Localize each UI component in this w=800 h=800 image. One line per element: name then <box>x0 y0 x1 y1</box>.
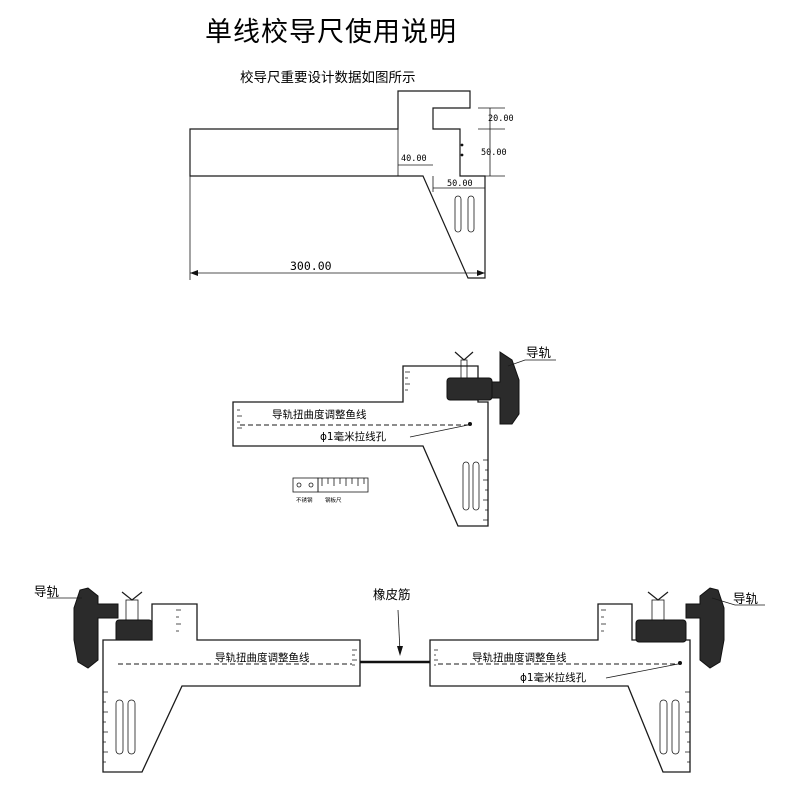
left-rail-label: 导轨 <box>34 584 60 599</box>
dim-50v-label: 50.00 <box>481 148 507 158</box>
dim-20-label: 20.00 <box>488 114 514 124</box>
right-ruler-body <box>429 603 691 773</box>
dim-300-arrow-right <box>477 270 485 276</box>
left-wing-nut <box>121 591 143 601</box>
left-clamp-screw <box>125 599 139 623</box>
dim-50h-label: 50.00 <box>447 179 473 189</box>
steel-ruler-label: 钢板尺 <box>325 496 342 504</box>
right-rail-profile <box>685 587 725 669</box>
rail-leader <box>507 359 556 367</box>
right-rail-leader <box>711 597 765 606</box>
fishing-line-label: 导轨扭曲度调整鱼线 <box>272 408 367 421</box>
dim-300-label: 300.00 <box>290 259 332 273</box>
leg-slot-right <box>472 461 480 511</box>
right-hole-leader <box>605 663 679 679</box>
steel-ruler-strip <box>317 477 369 493</box>
slot-right <box>467 195 475 233</box>
ruler-dimension-drawing: 20.00 50.00 40.00 50.00 300.00 <box>189 90 514 280</box>
dim-40-label: 40.00 <box>401 154 427 164</box>
left-slot-1 <box>115 699 124 755</box>
left-ruler-assembly: 导轨 导轨扭曲度调整鱼线 <box>34 584 361 773</box>
right-clamp-block <box>635 619 687 643</box>
right-slot-2 <box>671 699 680 755</box>
right-top-scale <box>601 609 606 632</box>
left-clamp-block <box>115 619 153 643</box>
ruler-outline <box>189 90 486 279</box>
rubber-band-leader <box>397 609 401 653</box>
rail-profile <box>491 351 520 425</box>
left-scale <box>237 409 242 429</box>
left-ruler-body <box>102 603 361 773</box>
right-hole-label: ϕ1毫米拉线孔 <box>520 671 587 684</box>
rubber-band-connection: 橡皮筋 <box>360 587 430 664</box>
hole-dot-2 <box>460 153 464 157</box>
hole-label: ϕ1毫米拉线孔 <box>320 430 387 443</box>
left-leg-scale <box>103 691 108 763</box>
strip-ticks <box>321 478 365 486</box>
right-line-hole <box>678 661 682 665</box>
hole-dot-1 <box>460 143 464 147</box>
right-end-scale <box>434 649 438 666</box>
clamp-block <box>446 377 493 401</box>
stainless-and-ruler-part: 不锈钢 钢板尺 <box>292 477 369 504</box>
design-data-caption: 校导尺重要设计数据如图所示 <box>240 69 416 86</box>
page-title: 单线校导尺使用说明 <box>205 17 457 48</box>
ruler-body <box>232 365 489 527</box>
slot-left <box>454 195 462 233</box>
plate-hole-2 <box>308 482 314 488</box>
plate-hole-1 <box>296 482 302 488</box>
dim-50h-lines <box>432 176 486 192</box>
right-clamp-screw <box>651 599 665 623</box>
hole-leader <box>409 424 469 438</box>
rubber-band-arrow <box>397 646 403 656</box>
right-ruler-assembly: 导轨 导轨扭曲度调整鱼线 ϕ1毫米拉线孔 <box>429 587 765 773</box>
dim-300-arrow-left <box>190 270 198 276</box>
left-top-scale <box>176 609 181 632</box>
line-hole <box>468 422 472 426</box>
right-leg-scale <box>685 691 690 763</box>
leg-scale <box>483 459 488 521</box>
stainless-label: 不锈钢 <box>296 496 313 504</box>
left-slot-2 <box>127 699 136 755</box>
dim-20-lines <box>478 107 505 130</box>
left-end-scale <box>352 649 357 666</box>
right-wing-nut <box>647 591 669 601</box>
leg-slot-left <box>462 461 470 511</box>
top-scale <box>405 371 410 391</box>
single-ruler-on-rail: 导轨 导轨扭曲度调整鱼线 ϕ1毫米拉线孔 不锈钢 钢板尺 <box>232 345 556 527</box>
dim-50v-lines <box>478 129 505 177</box>
rubber-band-label: 橡皮筋 <box>373 587 411 602</box>
wing-nut <box>454 351 474 361</box>
dim-300-lines <box>189 176 485 280</box>
right-fishing-line-label: 导轨扭曲度调整鱼线 <box>472 651 567 664</box>
rail-label: 导轨 <box>526 345 552 360</box>
left-rail-profile <box>73 587 119 669</box>
right-slot-1 <box>659 699 668 755</box>
right-rail-label: 导轨 <box>733 591 759 606</box>
left-fishing-line-label: 导轨扭曲度调整鱼线 <box>215 651 310 664</box>
